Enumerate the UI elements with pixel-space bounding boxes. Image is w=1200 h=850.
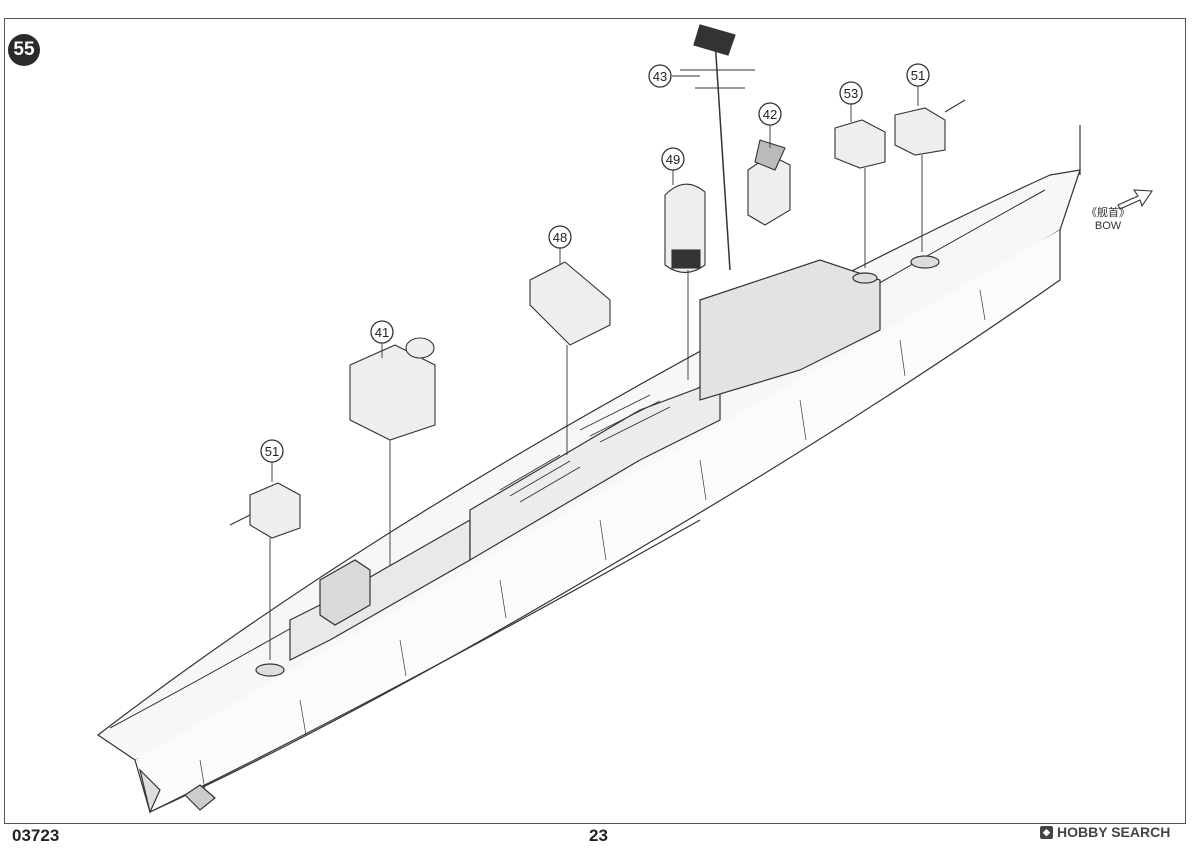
svg-text:49: 49	[666, 152, 680, 167]
svg-text:43: 43	[653, 69, 667, 84]
bow-label-en: BOW	[1094, 220, 1122, 232]
callout-41: 41	[370, 320, 394, 344]
svg-text:48: 48	[553, 230, 567, 245]
part-53-turret	[834, 119, 886, 169]
diagram-frame	[4, 18, 1186, 824]
rudder	[138, 768, 161, 814]
watermark-logo-icon: ◆	[1040, 825, 1053, 839]
svg-text:41: 41	[375, 325, 389, 340]
page-number: 23	[589, 826, 608, 845]
hull-waterline	[149, 519, 701, 813]
watermark: ◆ HOBBY SEARCH	[1040, 824, 1170, 840]
part-51-aft-turret	[249, 482, 301, 539]
callout-49: 49	[661, 147, 685, 171]
propeller	[184, 784, 216, 811]
callout-48: 48	[548, 225, 572, 249]
svg-text:53: 53	[844, 86, 858, 101]
part-41-aft-superstructure	[349, 344, 436, 441]
bow-label: 《舰首》 BOW	[1086, 207, 1130, 233]
svg-text:51: 51	[265, 444, 279, 459]
hull-lower	[134, 230, 1061, 813]
callout-51-front: 51	[906, 63, 930, 87]
aft-gun-mount	[319, 559, 371, 626]
part-51-front-turret	[894, 107, 946, 156]
forward-superstructure	[699, 259, 881, 401]
midship-superstructure	[469, 379, 721, 562]
bow-arrow	[1117, 189, 1153, 210]
callout-51-aft: 51	[260, 439, 284, 463]
part-48-deckhouse	[529, 261, 611, 346]
kit-number: 03723	[12, 826, 60, 845]
callout-43: 43	[648, 64, 672, 88]
svg-text:42: 42	[763, 107, 777, 122]
bow-label-cn: 《舰首》	[1086, 207, 1130, 219]
step-number-badge: 55	[8, 34, 40, 66]
callout-53: 53	[839, 81, 863, 105]
watermark-text: HOBBY SEARCH	[1057, 824, 1171, 840]
callout-42: 42	[758, 102, 782, 126]
svg-text:51: 51	[911, 68, 925, 83]
main-mast	[714, 39, 731, 271]
